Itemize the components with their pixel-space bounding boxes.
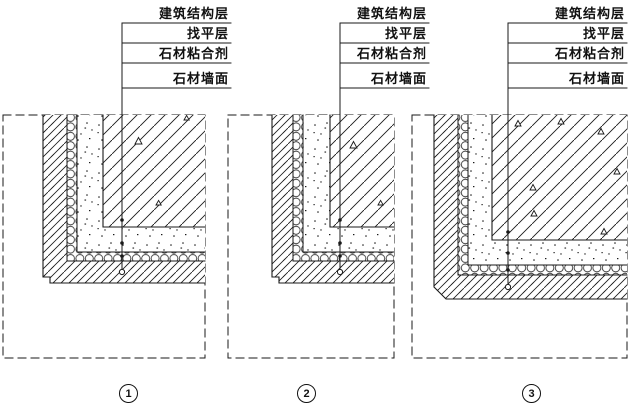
callout-shelf-lines [339,22,430,89]
adhesive-outline [66,114,206,262]
label-leveling-layer: 找平层 [582,26,625,41]
stone-wall-layer [434,115,627,299]
structure-outline [102,114,206,228]
detail-number-3: 3 [522,384,541,403]
leveling-outline [467,114,628,266]
concrete-triangle-symbols [514,117,621,235]
label-stone-adhesive: 石材粘合剂 [356,46,427,61]
detail-number-2: 2 [297,384,316,403]
leveling-layer [468,115,627,265]
concrete-triangle-symbols [134,114,190,206]
leader-line [118,22,126,276]
leveling-outline [76,114,206,253]
callout-shelf-lines [121,22,232,89]
label-stone-adhesive: 石材粘合剂 [158,46,229,61]
label-stone-adhesive: 石材粘合剂 [554,46,625,61]
structure-layer [103,115,205,227]
leader-line [504,22,512,291]
label-stone-wall-face: 石材墙面 [172,71,229,86]
stone-wall-layer [43,115,205,283]
panel-2-drawing [227,22,430,359]
leveling-outline [302,114,395,253]
adhesive-outline [457,114,628,276]
label-leveling-layer: 找平层 [384,26,427,41]
concrete-triangle-symbols [349,140,384,206]
panel-1-drawing [2,22,232,359]
stone-wall-outline [271,114,395,284]
callout-shelf-lines [507,22,628,89]
structure-layer [492,115,627,240]
stone-wall-outline [433,114,628,300]
structure-layer [330,115,394,227]
stone-wall-outline [42,114,206,284]
structure-outline [329,114,395,228]
adhesive-outline [292,114,395,262]
structure-outline [491,114,628,241]
detail-number-1: 1 [119,384,138,403]
label-stone-wall-face: 石材墙面 [370,71,427,86]
label-leveling-layer: 找平层 [186,26,229,41]
stone-wall-layer [272,115,394,283]
leader-line [336,22,344,276]
label-stone-wall-face: 石材墙面 [568,71,625,86]
label-structure-layer: 建筑结构层 [356,6,427,21]
section-boundary [2,114,206,359]
label-structure-layer: 建筑结构层 [158,6,229,21]
panel-3-drawing [411,22,628,359]
leveling-layer [303,115,394,252]
label-structure-layer: 建筑结构层 [554,6,625,21]
